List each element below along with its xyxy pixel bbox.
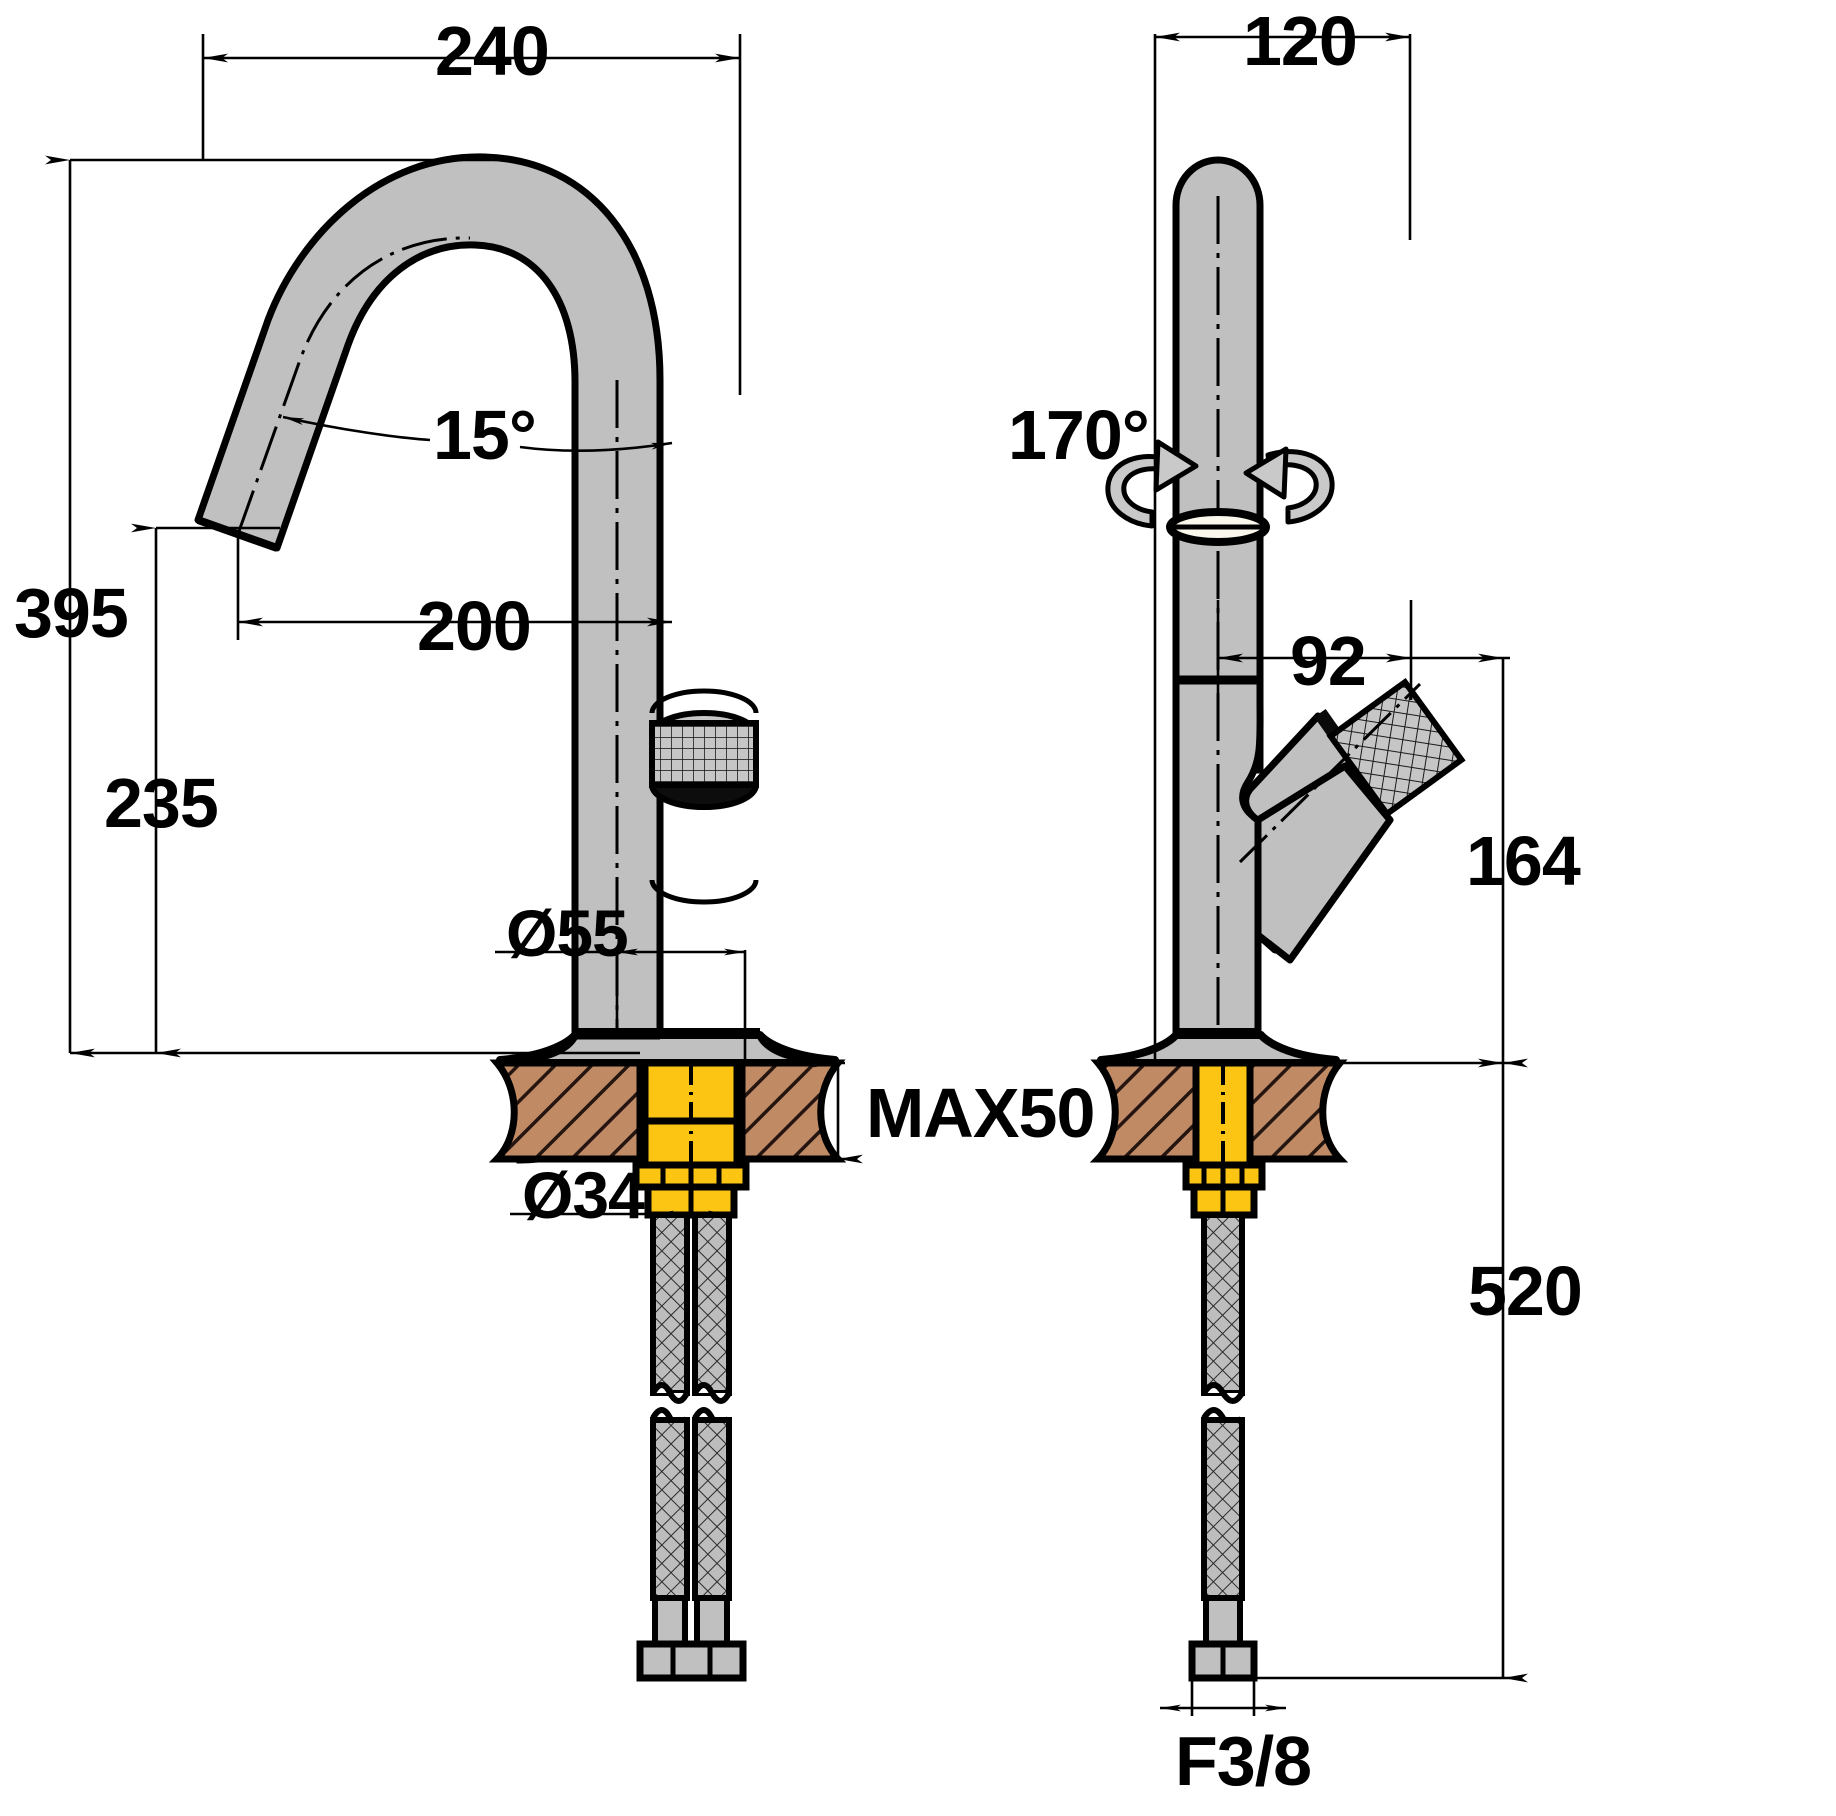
dim-label-spout-height: 235 (104, 764, 219, 842)
side-view (1089, 156, 1466, 1682)
dim-label-spout-tip-angle: 15° (433, 396, 537, 474)
countertop-front-right (738, 1059, 847, 1163)
dim-label-counter-thickness-max: MAX50 (866, 1074, 1095, 1152)
dim-label-shank-diameter: Ø34 (522, 1158, 645, 1232)
collar-lower-arc (649, 879, 759, 905)
spout-centerline (236, 236, 471, 535)
countertop-side-left (1089, 1059, 1200, 1163)
dim-label-hose-length: 520 (1468, 1252, 1583, 1330)
dim-label-lever-reach: 92 (1290, 622, 1367, 700)
hose-ferrule-right-front (694, 1595, 730, 1647)
collar-upper-arc (649, 688, 759, 714)
dim-label-height-total: 395 (14, 574, 129, 652)
dim-label-swivel-angle: 170° (1008, 396, 1150, 474)
hose-ferrule-side (1203, 1595, 1243, 1647)
countertop-side-right (1246, 1059, 1349, 1163)
leader-15deg-b (519, 441, 673, 452)
spout-inner-contour (274, 241, 578, 549)
lever-arm-lower (1254, 762, 1394, 964)
lever-knurl-side (1326, 677, 1466, 819)
front-view (194, 153, 847, 1682)
dim-label-spout-reach: 200 (417, 587, 532, 665)
rotation-arrow-left-head (1153, 439, 1199, 493)
dim-label-hose-thread: F3/8 (1175, 1722, 1312, 1800)
countertop-front-left (488, 1059, 644, 1163)
dim-label-side-depth: 120 (1243, 2, 1358, 80)
dim-label-width-total: 240 (435, 12, 550, 90)
dim-label-body-diameter: Ø55 (506, 896, 629, 970)
knurled-collar-front (648, 710, 760, 810)
hose-pair-front (636, 1212, 747, 1682)
rotation-arrow-left (1105, 454, 1175, 529)
rotation-arrow-right (1265, 449, 1335, 525)
hose-ferrule-left-front (652, 1595, 688, 1647)
dimension-lines (45, 32, 1528, 1716)
dim-label-lever-height: 164 (1466, 822, 1581, 900)
hose-nut-front (636, 1640, 747, 1682)
rotation-arrow-right-head (1243, 446, 1289, 500)
hose-side (1188, 1212, 1258, 1682)
leader-15deg-a (282, 415, 431, 442)
